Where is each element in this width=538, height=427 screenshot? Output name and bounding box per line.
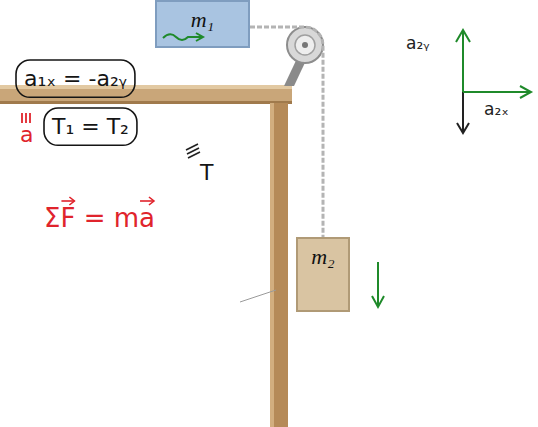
axis-right [463,91,530,93]
handwritten-note: T₁ = T₂ [52,114,129,139]
equal-marks [22,113,30,123]
axes [456,30,531,133]
table-apron [0,101,292,104]
tick [21,113,23,123]
handwritten-note: a₂ₓ [484,100,509,120]
arrow-head [372,296,384,307]
hand-loop [44,108,137,145]
mass-label: m₂ [311,245,335,269]
arrow-shaft [377,262,379,305]
pulley-hub [295,35,315,55]
tick [29,113,31,123]
motion-arrow [372,262,384,307]
arrow-head [457,123,469,133]
handwritten-note: ΣF = ma [44,204,155,234]
tick [188,152,200,158]
pulley [287,27,323,63]
mass-label: m₁ [191,8,215,32]
handwritten-note: a₂ᵧ [406,34,430,54]
pen-stroke [240,290,276,302]
arrow-head [520,86,531,98]
handwritten-note: T [200,160,213,185]
mass-block: m₂ [296,237,350,312]
mass-block: m₁ [155,0,250,48]
hand-loop [16,60,135,97]
table-leg [270,103,288,427]
pulley-axle [302,42,308,48]
arrow-head [456,30,470,42]
rope [250,27,323,237]
table-leg-edge [270,103,274,427]
tick [25,113,27,123]
axis-up [462,32,464,92]
equal-marks [186,144,200,158]
arrow-head [196,33,203,41]
motion-arrow [163,34,202,40]
handwritten-note: a₁ₓ = -a₂ᵧ [24,66,127,91]
handwritten-note: a [20,122,33,147]
axis-down [462,92,464,132]
